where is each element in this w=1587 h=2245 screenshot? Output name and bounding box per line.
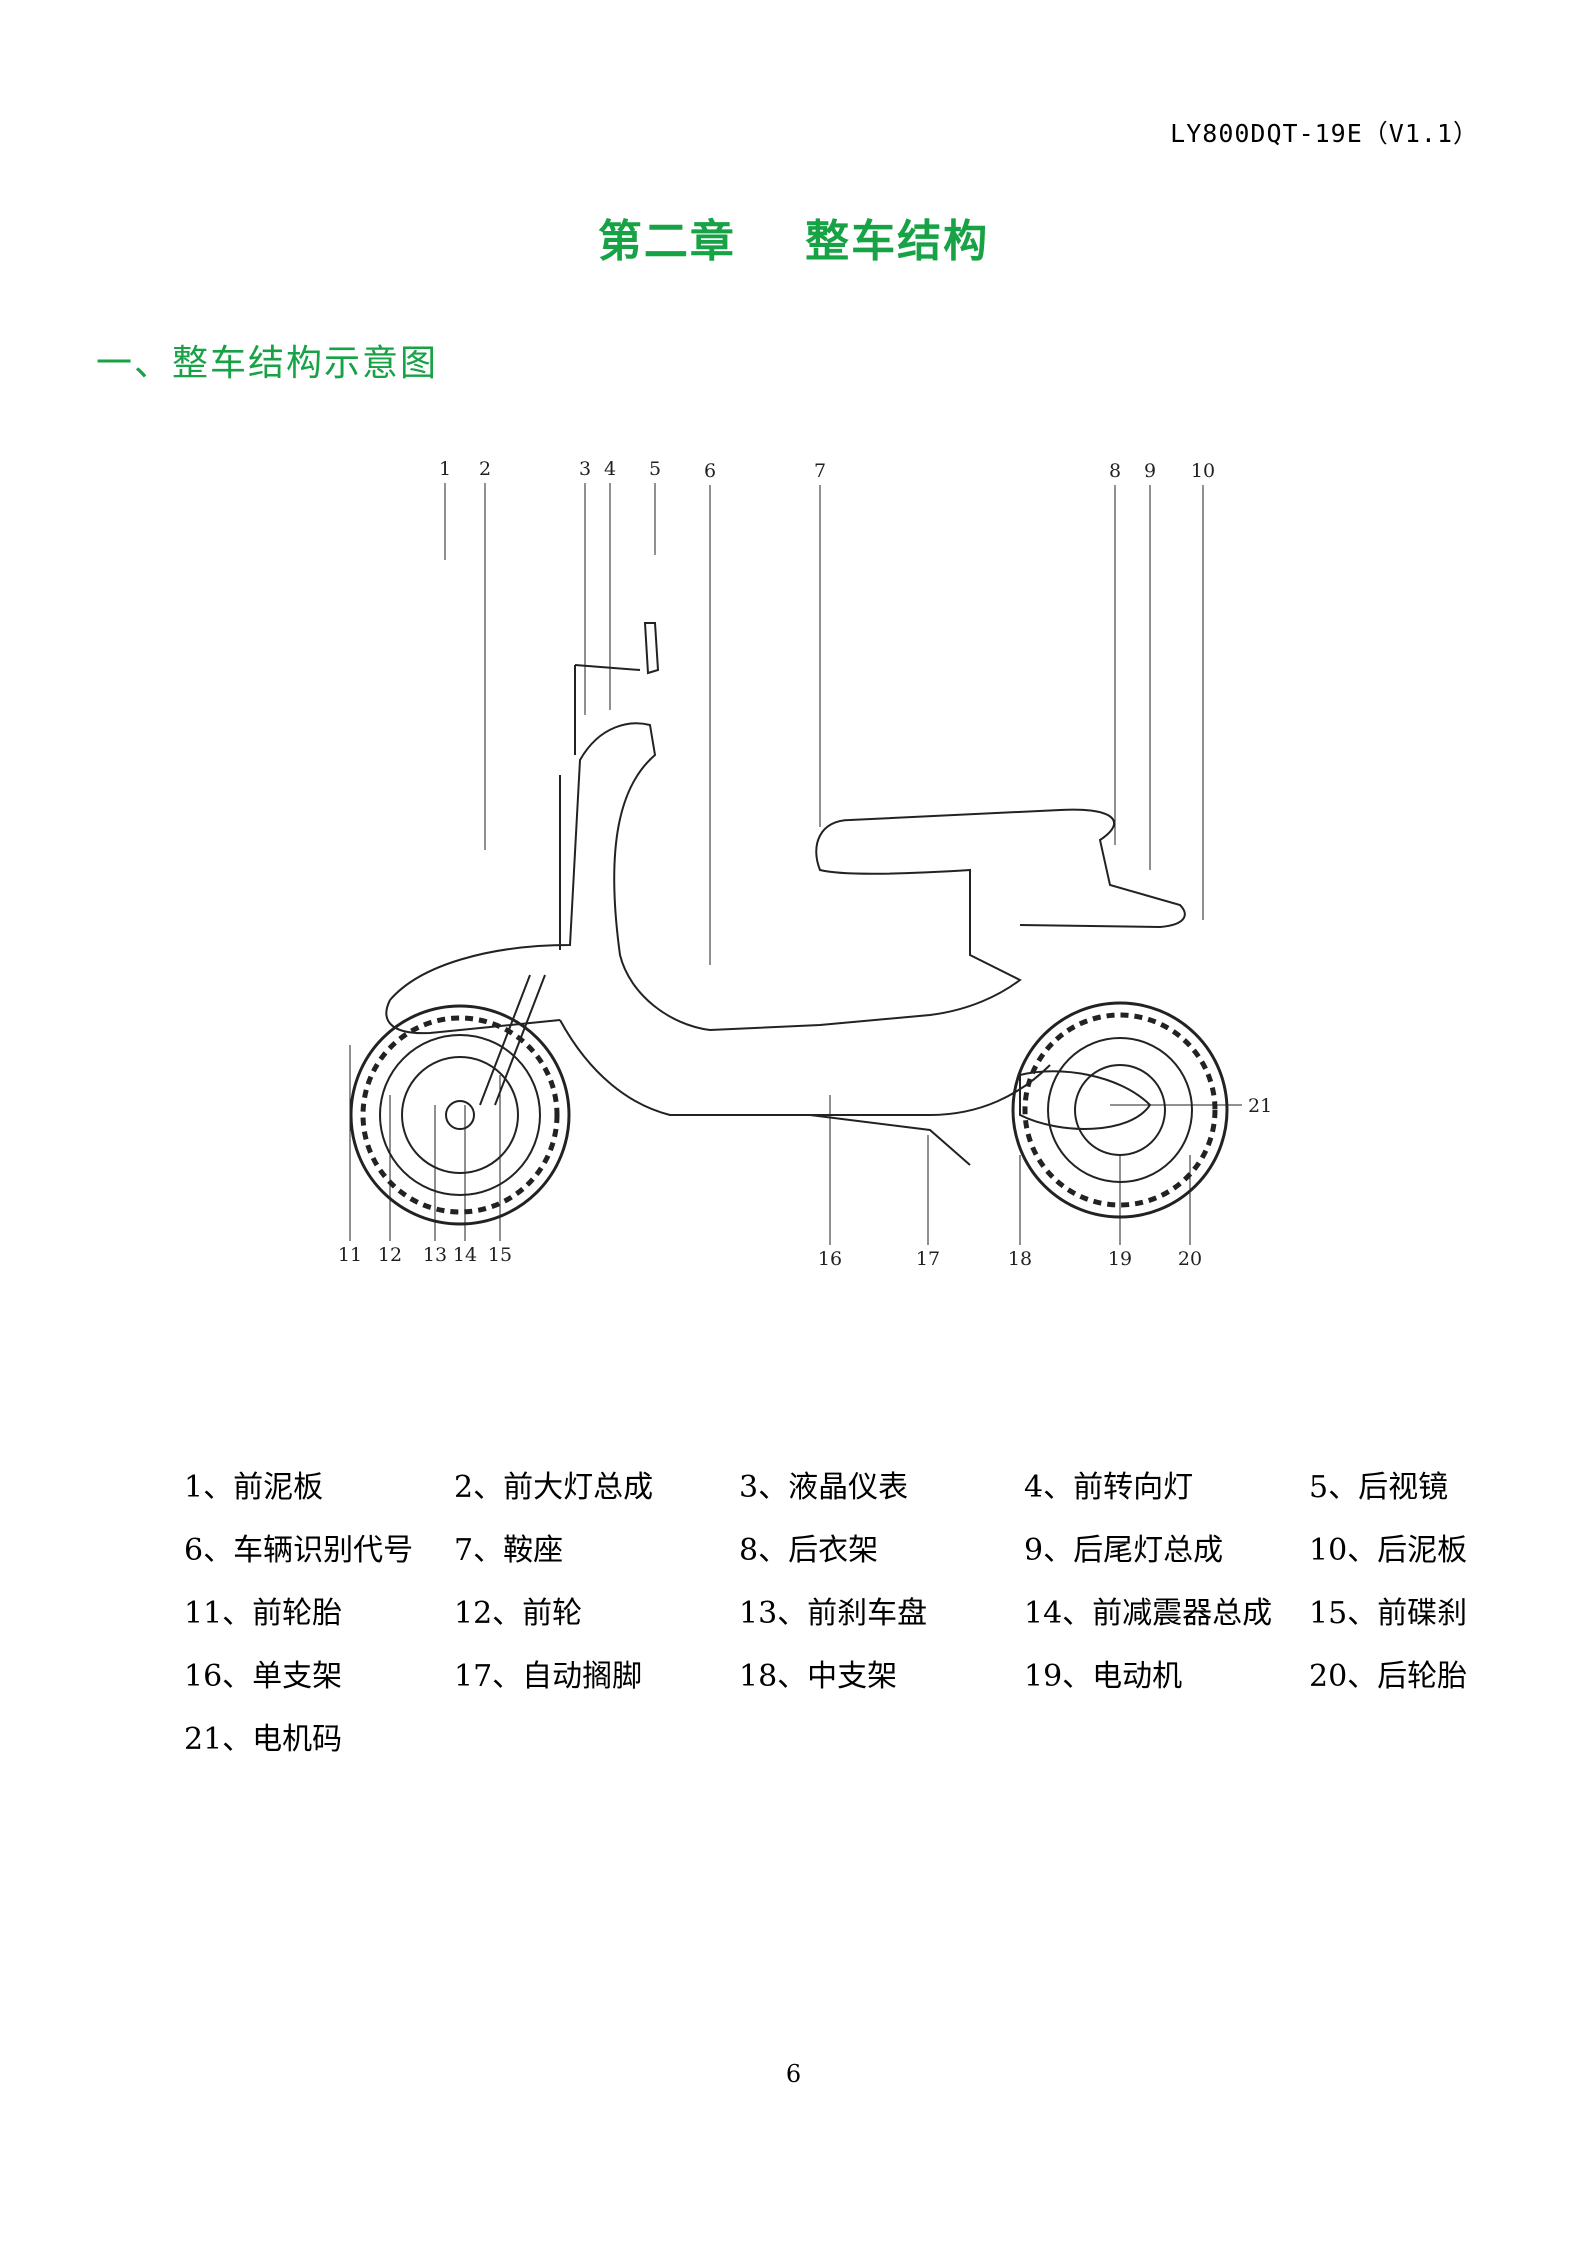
callout-label: 16 <box>818 1248 842 1270</box>
legend-item: 11、前轮胎 <box>184 1596 343 1631</box>
legend-row: 6、车辆识别代号 7、鞍座 8、后衣架 9、后尾灯总成 10、后泥板 <box>184 1525 1504 1588</box>
front-fork <box>479 974 546 1106</box>
callout-label: 6 <box>704 460 716 482</box>
legend-row: 21、电机码 <box>184 1714 1504 1777</box>
callout-label: 2 <box>479 458 491 480</box>
legend-item: 19、电动机 <box>1024 1659 1183 1694</box>
callout-label: 3 <box>579 458 591 480</box>
legend-item: 8、后衣架 <box>739 1533 879 1568</box>
callout-label: 17 <box>916 1248 940 1270</box>
legend-item: 20、后轮胎 <box>1309 1659 1468 1694</box>
legend-row: 1、前泥板 2、前大灯总成 3、液晶仪表 4、前转向灯 5、后视镜 <box>184 1462 1504 1525</box>
chapter-title: 第二章 整车结构 <box>597 216 990 267</box>
callout-label: 10 <box>1191 460 1215 482</box>
steering-column <box>559 664 641 950</box>
legend-item: 3、液晶仪表 <box>739 1470 909 1505</box>
callout-label: 15 <box>488 1244 512 1266</box>
callout-label: 8 <box>1109 460 1121 482</box>
callout-label: 18 <box>1008 1248 1032 1270</box>
callout-label: 4 <box>604 458 616 480</box>
mirror <box>643 622 660 675</box>
legend-item: 7、鞍座 <box>454 1533 564 1568</box>
legend-item: 9、后尾灯总成 <box>1024 1533 1224 1568</box>
callout-label: 12 <box>378 1244 402 1266</box>
callout-label: 1 <box>439 458 451 480</box>
callout-label: 14 <box>453 1244 477 1266</box>
front-wheel-drawing <box>349 1004 571 1226</box>
legend-item: 14、前减震器总成 <box>1024 1596 1273 1631</box>
callout-label: 13 <box>423 1244 447 1266</box>
legend-row: 11、前轮胎 12、前轮 13、前刹车盘 14、前减震器总成 15、前碟刹 <box>184 1588 1504 1651</box>
parts-legend: 1、前泥板 2、前大灯总成 3、液晶仪表 4、前转向灯 5、后视镜 6、车辆识别代号 7、鞍… <box>184 1462 1504 1777</box>
callout-label: 9 <box>1144 460 1156 482</box>
legend-item: 6、车辆识别代号 <box>184 1533 414 1568</box>
kickstand <box>809 1114 971 1166</box>
document-code: LY800DQT-19E（V1.1） <box>1170 119 1479 148</box>
rear-swingarm <box>1019 1070 1152 1130</box>
legend-item: 1、前泥板 <box>184 1470 324 1505</box>
callout-label: 20 <box>1178 1248 1202 1270</box>
callout-label: 11 <box>338 1244 362 1266</box>
callout-label: 19 <box>1108 1248 1132 1270</box>
legend-item: 13、前刹车盘 <box>739 1596 928 1631</box>
legend-item: 10、后泥板 <box>1309 1533 1468 1568</box>
legend-item: 16、单支架 <box>184 1659 343 1694</box>
legend-item: 15、前碟刹 <box>1309 1596 1468 1631</box>
callout-label: 7 <box>814 460 826 482</box>
legend-item: 2、前大灯总成 <box>454 1470 654 1505</box>
legend-item: 12、前轮 <box>454 1596 583 1631</box>
legend-item: 4、前转向灯 <box>1024 1470 1194 1505</box>
legend-item: 17、自动搁脚 <box>454 1659 643 1694</box>
front-fender-outline <box>385 999 561 1035</box>
legend-item: 18、中支架 <box>739 1659 898 1694</box>
floorboard-outline <box>559 1019 1051 1116</box>
section-title: 一、整车结构示意图 <box>96 343 439 384</box>
legend-row: 16、单支架 17、自动搁脚 18、中支架 19、电动机 20、后轮胎 <box>184 1651 1504 1714</box>
scooter-body-outline <box>389 722 1186 1032</box>
page-number: 6 <box>785 2060 802 2088</box>
callout-label: 21 <box>1248 1095 1272 1117</box>
legend-item: 5、后视镜 <box>1309 1470 1449 1505</box>
callout-label: 5 <box>649 458 661 480</box>
legend-item: 21、电机码 <box>184 1722 343 1757</box>
